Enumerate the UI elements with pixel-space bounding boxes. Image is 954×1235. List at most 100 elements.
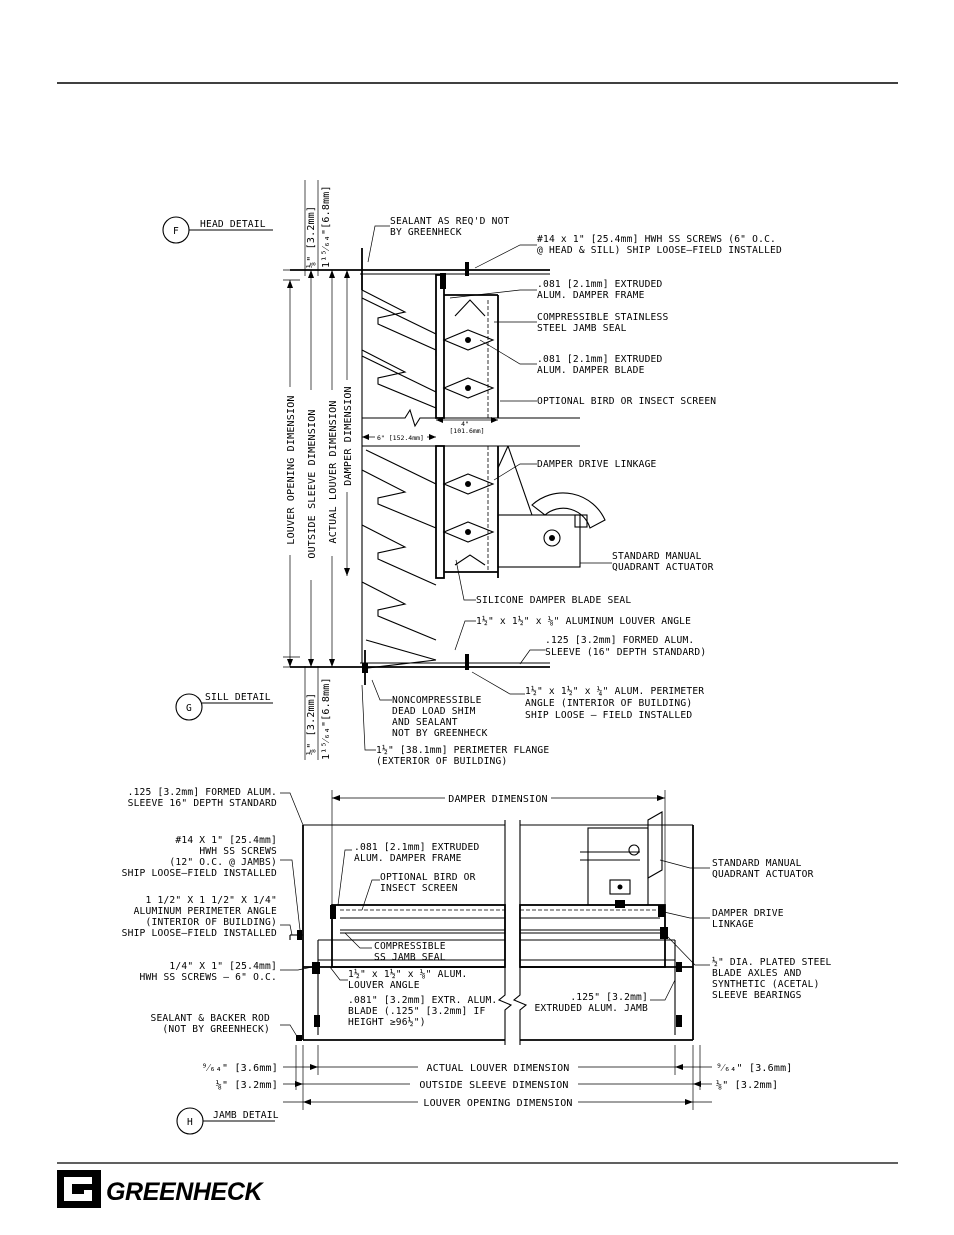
callout-perimeter-angle-3: SHIP LOOSE — FIELD INSTALLED — [525, 710, 692, 721]
jamb-callout-axles-2: BLADE AXLES AND — [712, 968, 802, 979]
sill-detail-title: SILL DETAIL — [205, 692, 271, 703]
quadrant-actuator — [497, 445, 606, 568]
break-line-upper — [362, 408, 580, 428]
jamb-right-callouts: STANDARD MANUAL QUADRANT ACTUATOR DAMPER… — [659, 858, 832, 1001]
jamb-callout-blade-1: .081" [3.2mm] EXTR. ALUM. — [348, 995, 497, 1006]
jamb-callout-jamb-seal-2: SS JAMB SEAL — [374, 952, 446, 963]
jamb-callout-screws-1: #14 X 1" [25.4mm] — [175, 835, 277, 846]
jamb-callout-blade-2: BLADE (.125" [3.2mm] IF — [348, 1006, 485, 1017]
jamb-callout-axles-1: ½" DIA. PLATED STEEL — [712, 956, 832, 968]
jamb-left-callouts: .125 [3.2mm] FORMED ALUM. SLEEVE 16" DEP… — [122, 787, 313, 1039]
callout-shim-4: NOT BY GREENHECK — [392, 728, 488, 739]
jamb-left-dim-b: ⅛" [3.2mm] — [216, 1079, 278, 1091]
callout-sleeve-2: SLEEVE (16" DEPTH STANDARD) — [545, 647, 706, 658]
callout-flange-2: (EXTERIOR OF BUILDING) — [376, 756, 507, 767]
jamb-actual-louver-dimension-label: ACTUAL LOUVER DIMENSION — [426, 1063, 569, 1074]
jamb-callout-jamb-seal-1: COMPRESSIBLE — [374, 941, 446, 952]
callout-frame-2: ALUM. DAMPER FRAME — [537, 290, 645, 301]
top-gap-dimension-a: ⅛" [3.2mm] — [305, 206, 317, 268]
jamb-damper-dimension-label: DAMPER DIMENSION — [448, 794, 548, 805]
jamb-callout-hwh-screws-1: 1/4" X 1" [25.4mm] — [169, 961, 277, 972]
callout-actuator-1: STANDARD MANUAL — [612, 551, 702, 562]
jamb-callout-louver-angle-1: 1½" x 1½" x ⅛" ALUM. — [348, 968, 468, 980]
jamb-callout-hwh-screws-2: HWH SS SCREWS — 6" O.C. — [140, 972, 277, 983]
greenheck-logo: GREENHECK — [57, 1170, 265, 1208]
jamb-callout-screws-4: SHIP LOOSE—FIELD INSTALLED — [122, 868, 277, 879]
damper-blades — [442, 299, 495, 566]
head-detail-title: HEAD DETAIL — [200, 219, 266, 230]
jamb-callout-frame-2: ALUM. DAMPER FRAME — [354, 853, 462, 864]
jamb-callout-perimeter-angle-1: 1 1/2" X 1 1/2" X 1/4" — [146, 895, 277, 906]
jamb-callout-sleeve-1: .125 [3.2mm] FORMED ALUM. — [128, 787, 277, 798]
callout-shim-3: AND SEALANT — [392, 717, 458, 728]
brand-name: GREENHECK — [106, 1178, 264, 1206]
bottom-gap-dimension-a: ⅛" [3.2mm] — [305, 693, 317, 755]
jamb-section: DAMPER DIMENSION — [122, 787, 832, 1135]
top-gap-dimension-b: 1¹⁵⁄₆₄"[6.8mm] — [321, 185, 332, 268]
detail-marker-h-label: H — [187, 1117, 193, 1128]
four-inch-dimension-label: 4" — [461, 420, 469, 428]
jamb-quadrant-actuator — [580, 811, 665, 917]
greenheck-g-logo-icon — [57, 1170, 101, 1208]
head-callouts: SEALANT AS REQ'D NOT BY GREENHECK #14 x … — [367, 216, 782, 665]
detail-marker-g — [175, 693, 203, 721]
damper-dimension-label: DAMPER DIMENSION — [343, 386, 354, 486]
callout-jamb-seal-1: COMPRESSIBLE STAINLESS — [537, 312, 668, 323]
callout-flange-1: 1½" [38.1mm] PERIMETER FLANGE — [376, 744, 549, 756]
jamb-detail-title: JAMB DETAIL — [213, 1110, 279, 1121]
jamb-louver-opening-dimension-label: LOUVER OPENING DIMENSION — [423, 1098, 572, 1109]
outside-sleeve-dimension-label: OUTSIDE SLEEVE DIMENSION — [307, 409, 318, 558]
jamb-fasteners — [296, 905, 682, 1041]
jamb-callout-screws-2: HWH SS SCREWS — [199, 846, 277, 857]
callout-louver-angle: 1½" x 1½" x ⅛" ALUMINUM LOUVER ANGLE — [476, 615, 691, 627]
callout-linkage: DAMPER DRIVE LINKAGE — [537, 459, 657, 470]
callout-screws-1: #14 x 1" [25.4mm] HWH SS SCREWS (6" O.C. — [537, 234, 776, 245]
jamb-right-dim-a: ⁹⁄₆₄" [3.6mm] — [716, 1063, 793, 1074]
jamb-callout-actuator-2: QUADRANT ACTUATOR — [712, 869, 814, 880]
jamb-callout-sealant-1: SEALANT & BACKER ROD — [150, 1013, 270, 1024]
jamb-callout-actuator-1: STANDARD MANUAL — [712, 858, 802, 869]
louver-blades — [361, 289, 437, 661]
jamb-break-line-left — [497, 820, 513, 1045]
jamb-callout-axles-4: SLEEVE BEARINGS — [712, 990, 802, 1001]
callout-sleeve-1: .125 [3.2mm] FORMED ALUM. — [545, 635, 694, 646]
callout-sealant-1: SEALANT AS REQ'D NOT — [390, 216, 510, 227]
callout-frame-1: .081 [2.1mm] EXTRUDED — [537, 279, 663, 290]
jamb-callout-extruded-jamb-1: .125" [3.2mm] — [570, 992, 648, 1003]
jamb-callout-screen-1: OPTIONAL BIRD OR — [380, 872, 476, 883]
actual-louver-dimension-label: ACTUAL LOUVER DIMENSION — [328, 400, 339, 543]
callout-perimeter-angle-2: ANGLE (INTERIOR OF BUILDING) — [525, 698, 692, 709]
jamb-callout-screen-2: INSECT SCREEN — [380, 883, 458, 894]
callout-blade-1: .081 [2.1mm] EXTRUDED — [537, 354, 663, 365]
sill-shim — [362, 262, 469, 673]
jamb-callout-axles-3: SYNTHETIC (ACETAL) — [712, 979, 820, 990]
six-inch-dimension-label: 6" [152.4mm] — [377, 434, 424, 442]
jamb-callout-extruded-jamb-2: EXTRUDED ALUM. JAMB — [534, 1003, 648, 1014]
jamb-callout-sealant-2: (NOT BY GREENHECK) — [162, 1024, 270, 1035]
callout-jamb-seal-2: STEEL JAMB SEAL — [537, 323, 627, 334]
callout-screen: OPTIONAL BIRD OR INSECT SCREEN — [537, 396, 716, 407]
jamb-outside-sleeve-dimension-label: OUTSIDE SLEEVE DIMENSION — [419, 1080, 568, 1091]
callout-perimeter-angle-1: 1½" x 1½" x ¼" ALUM. PERIMETER — [525, 685, 704, 697]
callout-shim-1: NONCOMPRESSIBLE — [392, 695, 482, 706]
jamb-callout-linkage-2: LINKAGE — [712, 919, 754, 930]
jamb-inner-callouts: .081 [2.1mm] EXTRUDED ALUM. DAMPER FRAME… — [329, 842, 676, 1028]
callout-sealant-2: BY GREENHECK — [390, 227, 462, 238]
jamb-callout-perimeter-angle-4: SHIP LOOSE—FIELD INSTALLED — [122, 928, 277, 939]
jamb-callout-perimeter-angle-3: (INTERIOR OF BUILDING) — [146, 917, 277, 928]
jamb-callout-sleeve-2: SLEEVE 16" DEPTH STANDARD — [128, 798, 277, 809]
callout-blade-seal: SILICONE DAMPER BLADE SEAL — [476, 595, 631, 606]
louver-opening-dimension-label: LOUVER OPENING DIMENSION — [286, 395, 297, 544]
bottom-gap-dimension-b: 1¹⁵⁄₆₄"[6.8mm] — [321, 677, 332, 760]
jamb-break-line-right — [512, 820, 528, 1045]
jamb-callout-perimeter-angle-2: ALUMINUM PERIMETER ANGLE — [134, 906, 277, 917]
sill-callouts: NONCOMPRESSIBLE DEAD LOAD SHIM AND SEALA… — [361, 671, 704, 767]
detail-marker-f-label: F — [173, 226, 179, 237]
callout-screws-2: @ HEAD & SILL) SHIP LOOSE—FIELD INSTALLE… — [537, 245, 782, 256]
jamb-callout-linkage-1: DAMPER DRIVE — [712, 908, 784, 919]
callout-actuator-2: QUADRANT ACTUATOR — [612, 562, 714, 573]
four-inch-metric-label: [101.6mm] — [449, 427, 484, 435]
callout-shim-2: DEAD LOAD SHIM — [392, 706, 476, 717]
jamb-callout-screws-3: (12" O.C. @ JAMBS) — [169, 857, 277, 868]
